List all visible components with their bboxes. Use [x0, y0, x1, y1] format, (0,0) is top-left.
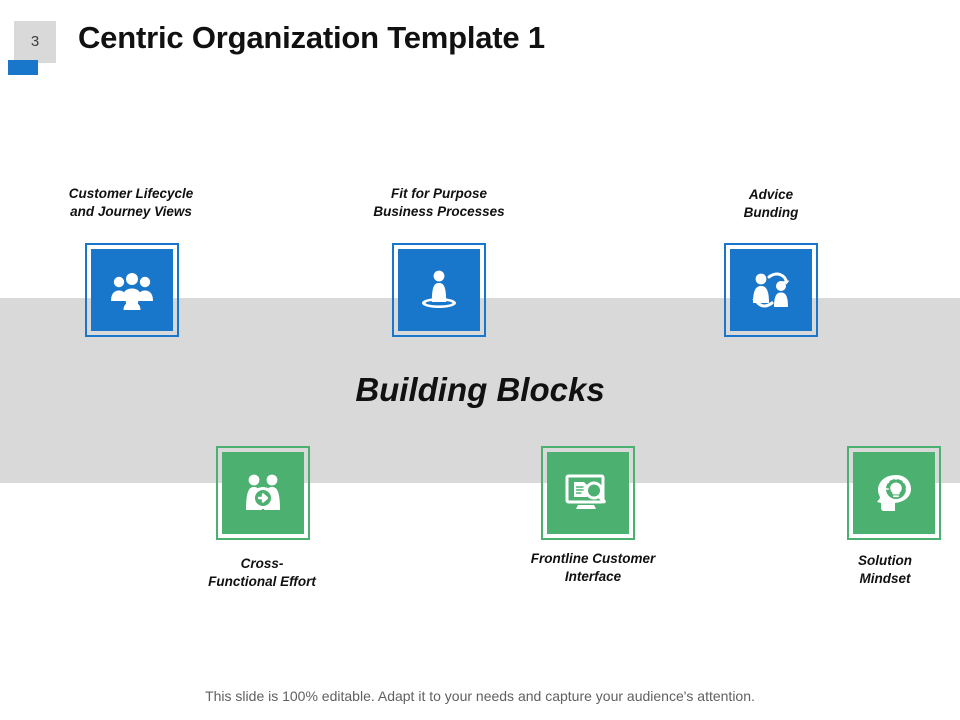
icon-block-solution-mindset[interactable] [847, 446, 941, 540]
block-frame [541, 446, 635, 540]
caption-advice-bunding: Advice Bunding [691, 186, 851, 222]
caption-cross-functional-effort: Cross- Functional Effort [172, 555, 352, 591]
caption-line-2: Business Processes [373, 204, 505, 220]
block-fill [730, 249, 812, 331]
page-number-badge: 3 [14, 21, 56, 63]
caption-line-2: Mindset [859, 571, 911, 587]
block-fill [853, 452, 935, 534]
block-fill [547, 452, 629, 534]
caption-line-1: Frontline Customer [530, 551, 656, 566]
caption-line-1: Fit for Purpose [390, 186, 487, 201]
caption-line-1: Solution [858, 553, 912, 568]
icon-block-cross-functional-effort[interactable] [216, 446, 310, 540]
caption-line-1: Advice [748, 187, 794, 202]
icon-block-frontline-customer-interface[interactable] [541, 446, 635, 540]
accent-bar [8, 60, 38, 75]
head-brain-idea-icon [872, 473, 916, 513]
page-title: Centric Organization Template 1 [78, 20, 545, 55]
block-frame [724, 243, 818, 337]
caption-line-2: Interface [564, 569, 622, 585]
block-fill [222, 452, 304, 534]
block-frame [392, 243, 486, 337]
icon-block-advice-bunding[interactable] [724, 243, 818, 337]
block-fill [398, 249, 480, 331]
caption-solution-mindset: Solution Mindset [810, 552, 960, 588]
block-frame [85, 243, 179, 337]
block-frame [847, 446, 941, 540]
icon-block-customer-lifecycle[interactable] [85, 243, 179, 337]
group-of-people-icon [109, 270, 155, 310]
monitor-document-search-icon [564, 473, 612, 513]
block-fill [91, 249, 173, 331]
caption-customer-lifecycle: Customer Lifecycle and Journey Views [31, 185, 231, 221]
icon-block-fit-for-purpose[interactable] [392, 243, 486, 337]
caption-line-1: Customer Lifecycle [68, 186, 194, 201]
block-frame [216, 446, 310, 540]
caption-line-1: Cross- [240, 556, 284, 571]
caption-line-2: Bunding [743, 205, 799, 221]
caption-frontline-customer-interface: Frontline Customer Interface [495, 550, 691, 586]
two-people-arrow-icon [240, 472, 286, 514]
person-on-platform-icon [417, 268, 461, 312]
caption-fit-for-purpose: Fit for Purpose Business Processes [349, 185, 529, 221]
caption-line-2: and Journey Views [70, 204, 192, 220]
two-people-exchange-icon [748, 269, 794, 311]
caption-line-2: Functional Effort [208, 574, 316, 590]
band-title: Building Blocks [355, 371, 605, 408]
footer-note: This slide is 100% editable. Adapt it to… [205, 688, 755, 704]
